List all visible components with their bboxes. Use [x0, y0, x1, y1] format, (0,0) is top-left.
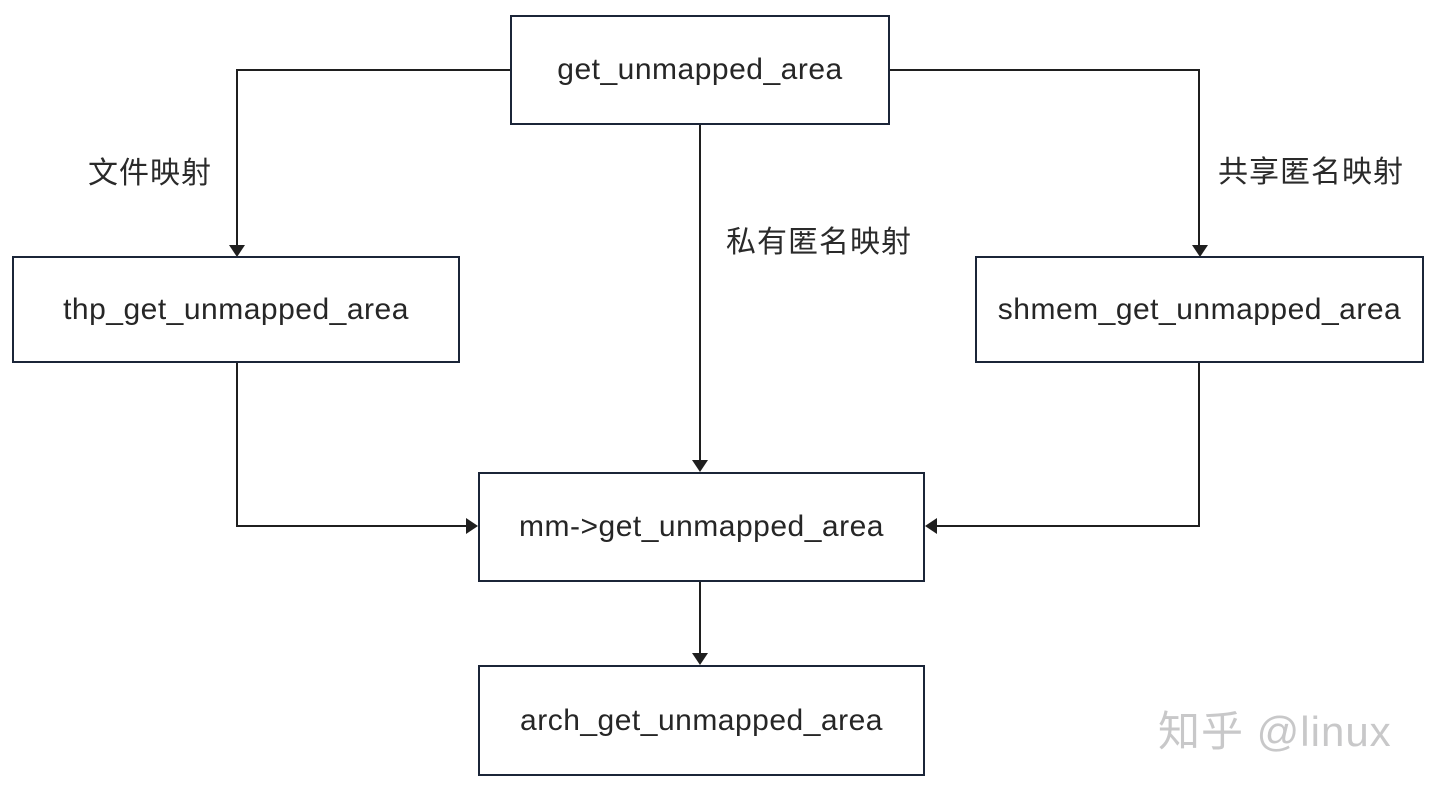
node-mm-get-unmapped-area-label: mm->get_unmapped_area — [519, 510, 884, 543]
connector-root-to-shmem-horizontal — [889, 69, 1200, 71]
connector-thp-to-mm-vertical — [236, 362, 238, 527]
arrowhead-into-mm-top — [692, 460, 708, 472]
node-thp-get-unmapped-area-label: thp_get_unmapped_area — [63, 292, 409, 326]
zhihu-watermark: 知乎 @linux — [1158, 708, 1392, 755]
connector-root-to-mm-vertical — [699, 125, 701, 463]
connector-root-to-thp-vertical — [236, 69, 238, 248]
edge-label-private-anonymous-mapping: 私有匿名映射 — [726, 226, 912, 259]
arrowhead-into-arch — [692, 653, 708, 665]
edge-label-shared-anonymous-mapping: 共享匿名映射 — [1218, 156, 1404, 189]
arrowhead-into-mm-left — [466, 518, 478, 534]
connector-mm-to-arch-vertical — [699, 581, 701, 656]
node-arch-get-unmapped-area-label: arch_get_unmapped_area — [520, 703, 883, 737]
edge-label-file-mapping: 文件映射 — [88, 157, 212, 190]
node-get-unmapped-area-label: get_unmapped_area — [557, 53, 843, 86]
arrowhead-into-shmem — [1192, 245, 1208, 257]
node-mm-get-unmapped-area: mm->get_unmapped_area — [478, 472, 925, 582]
arrowhead-into-thp — [229, 245, 245, 257]
connector-root-to-thp-horizontal — [236, 69, 511, 71]
connector-root-to-shmem-vertical — [1198, 69, 1200, 248]
node-arch-get-unmapped-area: arch_get_unmapped_area — [478, 665, 925, 776]
connector-shmem-to-mm-vertical — [1198, 362, 1200, 527]
node-get-unmapped-area: get_unmapped_area — [510, 15, 890, 125]
arrowhead-into-mm-right — [925, 518, 937, 534]
node-shmem-get-unmapped-area: shmem_get_unmapped_area — [975, 256, 1424, 363]
node-shmem-get-unmapped-area-label: shmem_get_unmapped_area — [997, 292, 1402, 326]
connector-shmem-to-mm-horizontal — [936, 525, 1200, 527]
connector-thp-to-mm-horizontal — [236, 525, 468, 527]
node-thp-get-unmapped-area: thp_get_unmapped_area — [12, 256, 460, 363]
